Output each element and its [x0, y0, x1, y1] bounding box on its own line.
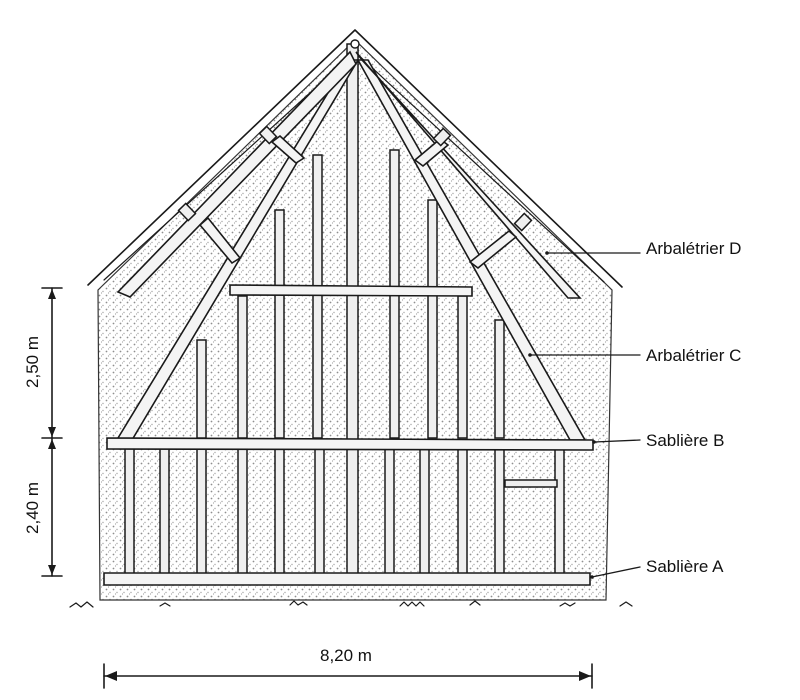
stud: [457, 445, 468, 577]
sabliere-a-beam: [103, 572, 591, 586]
king-post: [346, 43, 359, 577]
label-sabliere-a: Sablière A: [646, 557, 724, 576]
stud: [494, 319, 505, 439]
stud: [554, 445, 565, 577]
stud: [384, 445, 395, 577]
leader-lines: [528, 251, 641, 579]
stud: [237, 295, 248, 439]
ground-line: [69, 600, 633, 608]
struts: [177, 39, 533, 270]
stud: [196, 339, 207, 439]
stud: [419, 445, 430, 577]
stud: [494, 445, 505, 577]
stud: [159, 439, 170, 577]
door-rail: [504, 479, 558, 488]
stud: [196, 445, 207, 577]
dimension-upper-height: 2,50 m: [23, 336, 42, 388]
stud: [124, 445, 135, 577]
sabliere-b-beam: [106, 437, 594, 451]
label-arbaletrier-d: Arbalétrier D: [646, 239, 741, 258]
label-sabliere-b: Sablière B: [646, 431, 724, 450]
stud: [274, 445, 285, 577]
stud: [237, 445, 248, 577]
height-dimension: [41, 287, 63, 577]
stud: [427, 199, 438, 439]
width-dimension: [103, 663, 593, 689]
dimension-lower-height: 2,40 m: [23, 482, 42, 534]
stud: [312, 154, 323, 439]
stud: [274, 209, 285, 439]
stud: [457, 295, 468, 439]
collar-beam: [229, 284, 473, 297]
label-arbaletrier-c: Arbalétrier C: [646, 346, 741, 365]
dimension-width: 8,20 m: [320, 646, 372, 665]
stud: [314, 445, 325, 577]
